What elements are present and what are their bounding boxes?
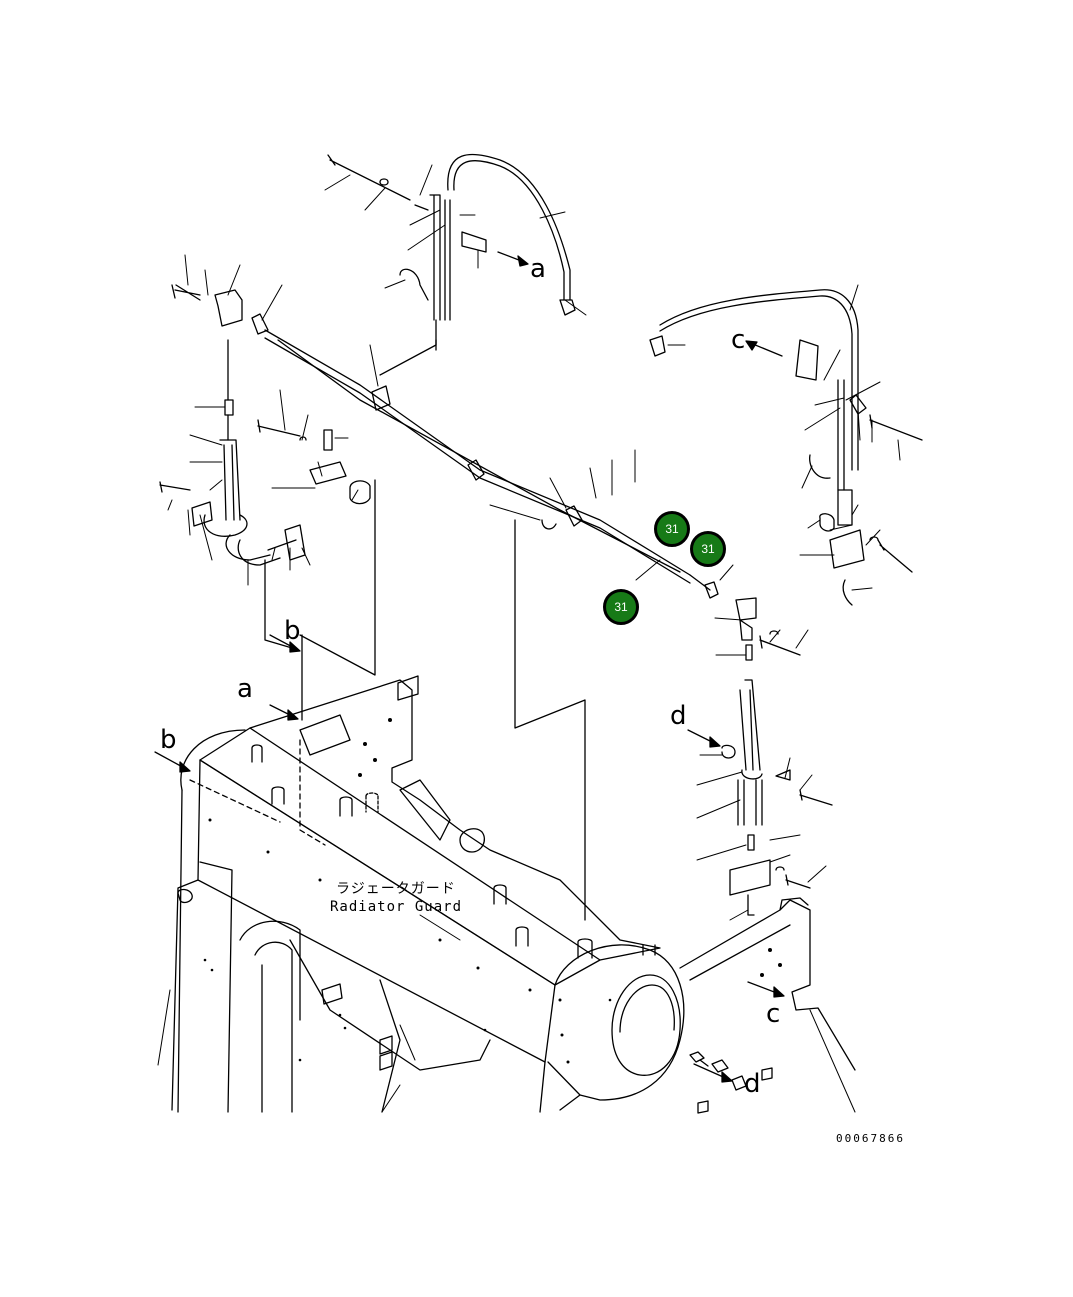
- part-callout-31-a[interactable]: 31: [654, 511, 690, 547]
- radiator-guard-frame: [171, 675, 856, 1114]
- view-ref-c-bottom: c: [766, 999, 781, 1029]
- part-callout-31-b[interactable]: 31: [690, 531, 726, 567]
- view-ref-c-top: c: [731, 325, 746, 355]
- part-callout-31-c[interactable]: 31: [603, 589, 639, 625]
- view-ref-b-upper: b: [284, 616, 301, 646]
- leader-lines: [157, 164, 901, 1113]
- callout-label: 31: [665, 522, 679, 536]
- view-ref-d-lower: d: [744, 1069, 761, 1099]
- view-outlines: [264, 339, 586, 921]
- view-ref-a-top: a: [530, 254, 546, 284]
- guard-label-jp: ラジェータガード: [336, 881, 456, 897]
- document-number: 00067866: [836, 1132, 905, 1145]
- view-ref-b-left: b: [160, 725, 177, 755]
- reference-arrows: [154, 251, 785, 1083]
- view-ref-a-mid: a: [237, 674, 253, 704]
- callout-label: 31: [614, 600, 628, 614]
- view-ref-d-upper: d: [670, 701, 687, 731]
- mounting-holes: [203, 718, 782, 1064]
- callout-label: 31: [701, 542, 715, 556]
- guard-label-en: Radiator Guard: [330, 899, 463, 915]
